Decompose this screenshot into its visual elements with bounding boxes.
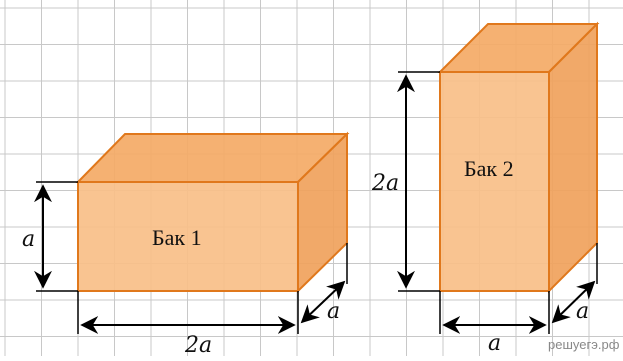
tank-1-width-label: 2a xyxy=(184,333,212,356)
tank-2-depth-arrow xyxy=(551,280,596,324)
tank-1-dimensions xyxy=(34,181,348,334)
tank-1-depth-arrow xyxy=(300,280,346,324)
tank-2-width-label: a xyxy=(488,331,501,356)
tank-2-label: Бак 2 xyxy=(464,156,514,181)
tank-2-side-face xyxy=(548,21,598,294)
tank-2: Бак 2 xyxy=(437,21,600,294)
tank-1-front-face xyxy=(77,181,299,292)
watermark: решуегэ.рф xyxy=(548,337,620,352)
tank-1-depth-label: a xyxy=(327,299,340,324)
tank-2-depth-label: a xyxy=(576,299,589,324)
tank-1-label: Бак 1 xyxy=(152,225,202,250)
tank-2-height-label: 2a xyxy=(371,171,399,196)
tank-2-dimensions xyxy=(397,71,598,334)
tank-1-height-label: a xyxy=(22,227,35,252)
tank-1: Бак 1 xyxy=(75,131,350,294)
tank-2-front-face xyxy=(439,71,550,292)
